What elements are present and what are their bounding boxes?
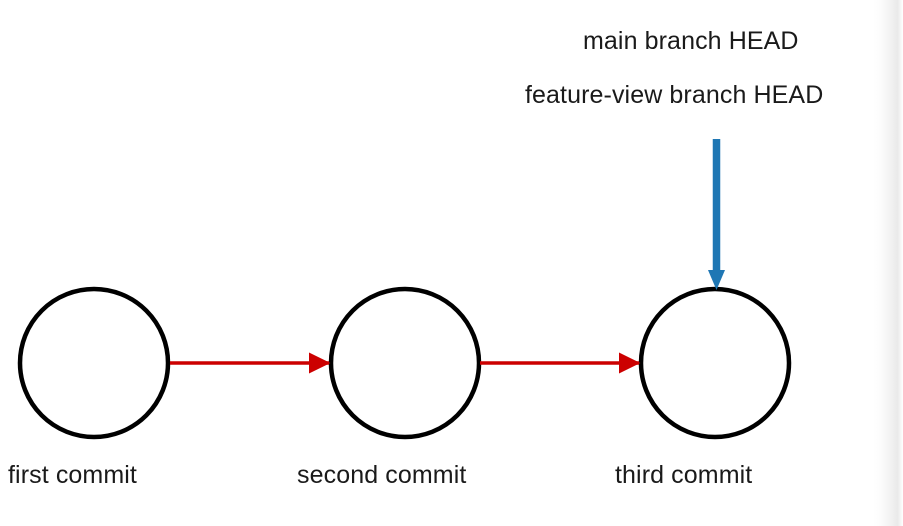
commit-label-third: third commit — [615, 461, 753, 489]
commit-label-first: first commit — [8, 461, 137, 489]
main-branch-head-label: main branch HEAD — [583, 27, 799, 55]
head-arrow-head-icon — [708, 270, 725, 290]
commit-label-second: second commit — [297, 461, 467, 489]
commit-node-first[interactable] — [17, 286, 171, 440]
commit-node-third[interactable] — [638, 286, 792, 440]
feature-view-branch-head-label: feature-view branch HEAD — [525, 81, 824, 109]
commit-node-second[interactable] — [328, 286, 482, 440]
